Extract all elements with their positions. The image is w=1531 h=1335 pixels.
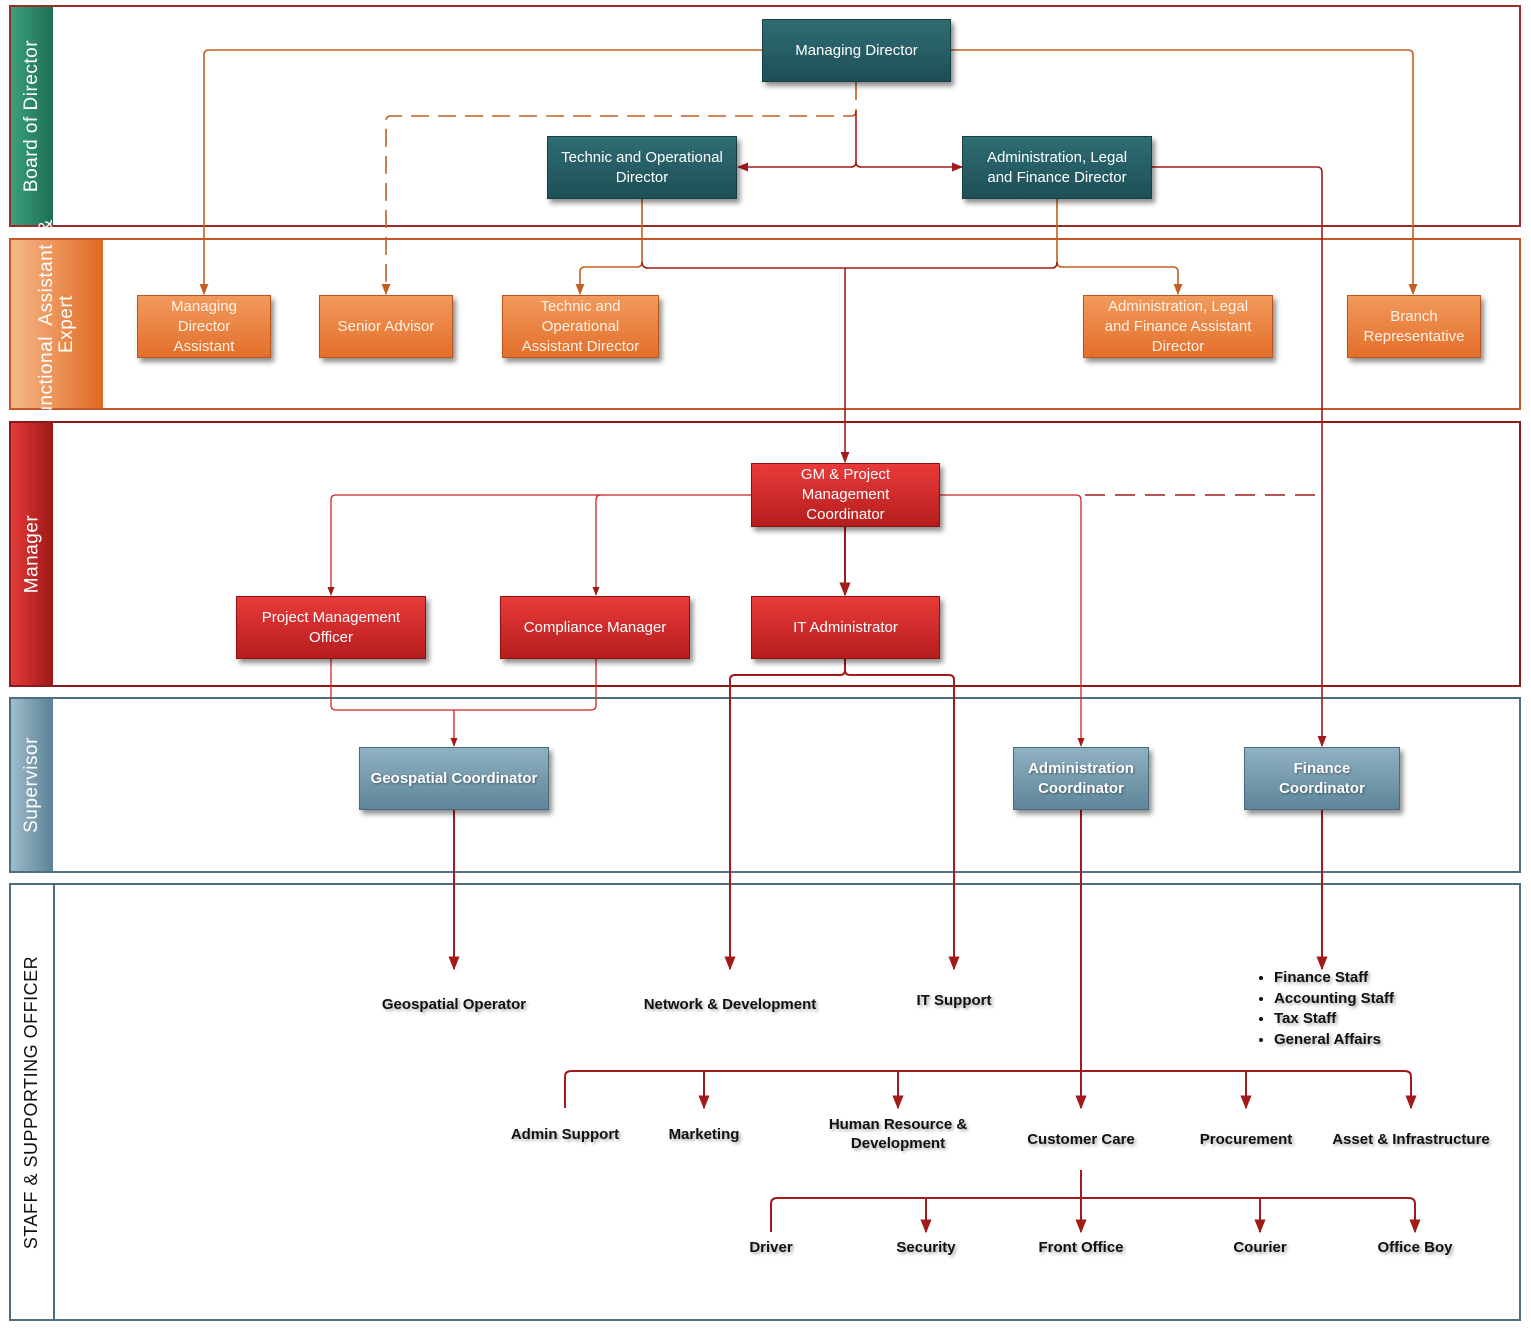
- compliance-manager-box[interactable]: Compliance Manager: [500, 596, 690, 659]
- project-management-officer-box[interactable]: Project Management Officer: [236, 596, 426, 659]
- connector-gm-to-admin-coordinator: [940, 494, 1085, 747]
- connector-md-to-alfd: [855, 161, 964, 172]
- network-development-label: Network & Development: [643, 996, 817, 1013]
- finance-coordinator-box[interactable]: Finance Coordinator: [1244, 747, 1400, 810]
- technic-operational-director-box[interactable]: Technic and Operational Director: [547, 136, 737, 199]
- human-resource-label: Human Resource & Development: [828, 1116, 968, 1152]
- accounting-staff-item: Accounting Staff: [1274, 989, 1394, 1010]
- connector-alfd-to-finance-coordinator: [1152, 166, 1327, 748]
- security-label: Security: [896, 1239, 956, 1256]
- connector-gm-to-compliance: [592, 494, 602, 596]
- gm-project-management-coordinator-box[interactable]: GM & Project Management Coordinator: [751, 463, 940, 527]
- band-manager: Manager: [9, 421, 1521, 687]
- managing-director-assistant-box[interactable]: Managing Director Assistant: [137, 295, 271, 358]
- geospatial-coordinator-box[interactable]: Geospatial Coordinator: [359, 747, 549, 810]
- connector-md-to-md-assistant: [199, 49, 762, 296]
- connector-it-to-network: [724, 659, 846, 971]
- connector-it-to-it-support: [844, 669, 960, 971]
- senior-advisor-box[interactable]: Senior Advisor: [319, 295, 453, 358]
- marketing-label: Marketing: [668, 1126, 740, 1143]
- general-affairs-item: General Affairs: [1274, 1030, 1394, 1051]
- connector-directors-join: [641, 261, 1058, 269]
- technic-operational-assistant-director-box[interactable]: Technic and Operational Assistant Direct…: [502, 295, 659, 358]
- connector-pmo-compliance-join: [330, 659, 597, 711]
- band-supervisor: Supervisor: [9, 697, 1521, 873]
- asset-infrastructure-label: Asset & Infrastructure: [1332, 1131, 1490, 1148]
- band-tab-board: Board of Director: [11, 7, 53, 225]
- office-boy-label: Office Boy: [1377, 1239, 1453, 1256]
- connector-alfd-to-assistant: [1056, 199, 1183, 296]
- band-staff: STAFF & SUPPORTING OFFICER: [9, 883, 1521, 1321]
- connector-tod-to-assistant: [575, 199, 643, 296]
- managing-director-box[interactable]: Managing Director: [762, 19, 951, 82]
- connector-customer-care-branches: [770, 1197, 1421, 1234]
- it-administrator-box[interactable]: IT Administrator: [751, 596, 940, 659]
- band-tab-supervisor: Supervisor: [11, 699, 53, 871]
- driver-label: Driver: [749, 1239, 793, 1256]
- connector-gm-dashed-finance: [1085, 494, 1323, 501]
- branch-representative-box[interactable]: Branch Representative: [1347, 295, 1481, 358]
- administration-coordinator-box[interactable]: Administration Coordinator: [1013, 747, 1149, 810]
- connector-gm-to-pmo: [327, 494, 751, 596]
- front-office-label: Front Office: [1038, 1239, 1124, 1256]
- admin-legal-finance-director-box[interactable]: Administration, Legal and Finance Direct…: [962, 136, 1152, 199]
- connector-admin-branches: [564, 1070, 1417, 1110]
- band-tab-staff: STAFF & SUPPORTING OFFICER: [11, 885, 55, 1319]
- geospatial-operator-label: Geospatial Operator: [381, 996, 527, 1013]
- band-tab-functional: Functional Assistant & Expert: [11, 219, 103, 429]
- procurement-label: Procurement: [1199, 1131, 1293, 1148]
- courier-label: Courier: [1233, 1239, 1287, 1256]
- it-support-label: IT Support: [916, 992, 992, 1009]
- connector-md-to-tod: [736, 111, 857, 172]
- connector-md-to-branch: [951, 49, 1418, 296]
- band-board-of-director: Board of Director: [9, 5, 1521, 227]
- finance-staff-item: Finance Staff: [1274, 968, 1394, 989]
- customer-care-label: Customer Care: [1027, 1131, 1135, 1148]
- admin-legal-finance-assistant-director-box[interactable]: Administration, Legal and Finance Assist…: [1083, 295, 1273, 358]
- finance-staff-list: Finance Staff Accounting Staff Tax Staff…: [1240, 968, 1394, 1050]
- band-tab-manager: Manager: [11, 423, 53, 685]
- admin-support-label: Admin Support: [510, 1126, 620, 1143]
- tax-staff-item: Tax Staff: [1274, 1009, 1394, 1030]
- band-functional-assistant: Functional Assistant & Expert: [9, 219, 1521, 429]
